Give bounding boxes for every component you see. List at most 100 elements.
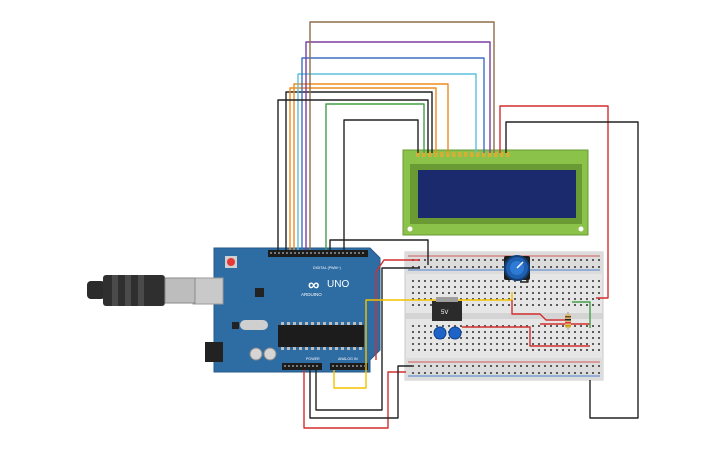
breadboard-hole — [574, 343, 576, 345]
breadboard-hole — [592, 372, 594, 374]
breadboard-hole — [568, 372, 570, 374]
breadboard-hole — [448, 292, 450, 294]
breadboard-hole — [496, 292, 498, 294]
breadboard-hole — [454, 286, 456, 288]
reset-button-cap[interactable] — [227, 258, 235, 266]
breadboard-hole — [532, 349, 534, 351]
chip-pin — [305, 347, 308, 350]
breadboard-hole — [412, 298, 414, 300]
breadboard-hole — [508, 337, 510, 339]
breadboard-hole — [550, 343, 552, 345]
breadboard-hole — [454, 292, 456, 294]
breadboard-hole — [502, 304, 504, 306]
breadboard-hole — [550, 286, 552, 288]
breadboard-hole — [556, 286, 558, 288]
breadboard-hole — [454, 266, 456, 268]
breadboard-hole — [526, 365, 528, 367]
breadboard-hole — [568, 337, 570, 339]
breadboard-hole — [520, 280, 522, 282]
breadboard-hole — [484, 331, 486, 333]
potentiometer-icon[interactable] — [504, 255, 530, 281]
breadboard-hole — [532, 331, 534, 333]
breadboard-hole — [544, 292, 546, 294]
breadboard-bottom-rail — [405, 358, 603, 380]
breadboard-hole — [460, 286, 462, 288]
breadboard-hole — [532, 286, 534, 288]
header-pin — [316, 365, 318, 367]
lcd-screen — [418, 170, 576, 218]
breadboard-hole — [520, 292, 522, 294]
breadboard-hole — [568, 266, 570, 268]
breadboard-hole — [412, 372, 414, 374]
breadboard-hole — [538, 365, 540, 367]
breadboard-hole — [442, 365, 444, 367]
breadboard-hole — [478, 286, 480, 288]
breadboard-hole — [442, 292, 444, 294]
breadboard-hole — [580, 325, 582, 327]
header-pin — [306, 252, 308, 254]
breadboard-hole — [424, 331, 426, 333]
breadboard-hole — [496, 337, 498, 339]
header-pin — [308, 365, 310, 367]
lcd-pin — [506, 152, 510, 157]
lcd-module[interactable] — [402, 149, 589, 236]
breadboard-hole — [424, 365, 426, 367]
breadboard-hole — [448, 325, 450, 327]
breadboard-hole — [412, 304, 414, 306]
atmega-chip — [278, 325, 364, 347]
breadboard-hole — [562, 325, 564, 327]
arduino-board[interactable]: ∞ UNO ARDUINO DIGITAL (PWM~) POWER ANALO… — [192, 247, 381, 373]
breadboard-hole — [424, 343, 426, 345]
breadboard-hole — [466, 286, 468, 288]
chip-pin — [353, 347, 356, 350]
breadboard-hole — [550, 304, 552, 306]
breadboard-hole — [598, 343, 600, 345]
breadboard-hole — [574, 292, 576, 294]
lcd-pin-header — [416, 152, 510, 157]
breadboard-hole — [562, 259, 564, 261]
breadboard-hole — [484, 298, 486, 300]
breadboard-hole — [460, 337, 462, 339]
board-capacitor — [263, 347, 277, 361]
breadboard-hole — [556, 365, 558, 367]
header-pin — [334, 252, 336, 254]
header-pin — [356, 365, 358, 367]
breadboard-hole — [598, 280, 600, 282]
breadboard-hole — [478, 325, 480, 327]
breadboard-hole — [478, 298, 480, 300]
breadboard-hole — [502, 292, 504, 294]
wire-blue — [301, 57, 485, 250]
breadboard-hole — [448, 349, 450, 351]
breadboard-hole — [502, 331, 504, 333]
breadboard-hole — [550, 331, 552, 333]
breadboard-hole — [586, 304, 588, 306]
breadboard-hole — [592, 365, 594, 367]
breadboard-hole — [550, 365, 552, 367]
breadboard-hole — [484, 259, 486, 261]
breadboard-hole — [466, 280, 468, 282]
breadboard-hole — [430, 337, 432, 339]
breadboard-hole — [466, 372, 468, 374]
breadboard-hole — [520, 325, 522, 327]
breadboard-hole — [502, 349, 504, 351]
lcd-pin — [470, 152, 474, 157]
breadboard-hole — [580, 286, 582, 288]
header-pin — [312, 365, 314, 367]
breadboard-hole — [526, 331, 528, 333]
chip-pins — [281, 322, 362, 350]
breadboard-hole — [586, 337, 588, 339]
breadboard-hole — [436, 292, 438, 294]
breadboard-hole — [484, 266, 486, 268]
breadboard-hole — [496, 349, 498, 351]
breadboard-hole — [532, 266, 534, 268]
chip-pin — [329, 347, 332, 350]
lcd-pin — [428, 152, 432, 157]
chip-pin — [317, 322, 320, 325]
breadboard-hole — [418, 343, 420, 345]
breadboard-hole — [472, 304, 474, 306]
breadboard-hole — [544, 304, 546, 306]
breadboard-hole — [514, 298, 516, 300]
breadboard-hole — [472, 343, 474, 345]
breadboard-hole — [526, 280, 528, 282]
breadboard-hole — [544, 325, 546, 327]
